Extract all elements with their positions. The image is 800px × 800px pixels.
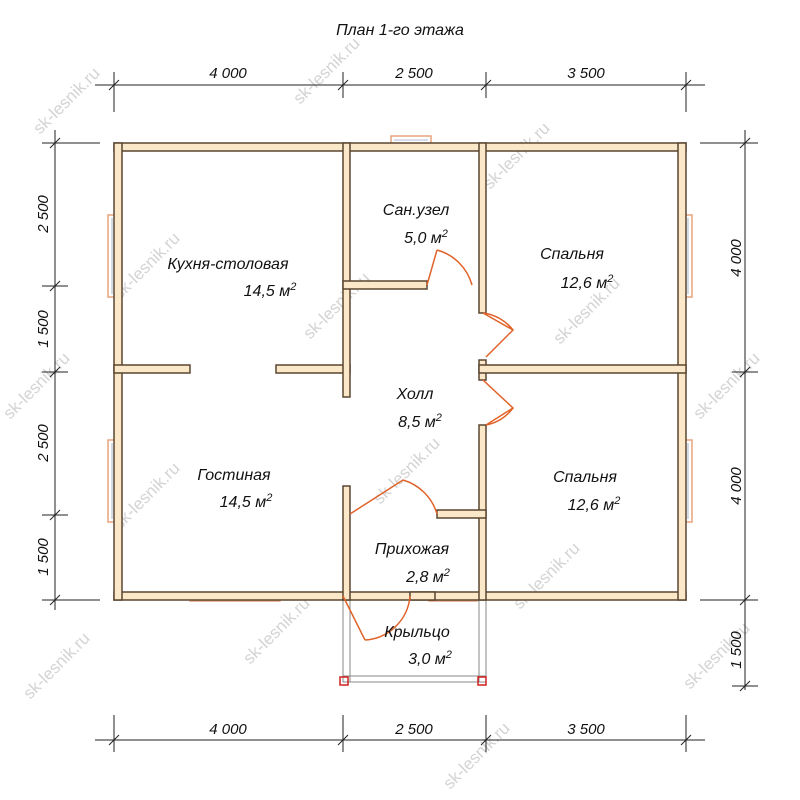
door-bedroom-2 bbox=[482, 379, 515, 426]
room-area: 14,5 м2 bbox=[244, 281, 297, 300]
watermark: sk-lesnik.ru bbox=[509, 539, 583, 613]
room-name: Гостиная bbox=[197, 467, 271, 484]
room-name: Крыльцо bbox=[384, 624, 450, 641]
room-area: 3,0 м2 bbox=[408, 649, 452, 668]
dim-left-4: 1 500 bbox=[35, 538, 52, 576]
wall-kitchen-living bbox=[113, 364, 191, 374]
dim-bottom-1: 4 000 bbox=[209, 721, 247, 738]
door-front bbox=[342, 595, 411, 641]
watermark: sk-lesnik.ru bbox=[289, 34, 363, 108]
watermark: sk-lesnik.ru bbox=[439, 719, 513, 793]
watermark: sk-lesnik.ru bbox=[369, 434, 443, 508]
plan-title: План 1-го этажа bbox=[336, 22, 464, 39]
room-porch: Крыльцо 3,0 м2 bbox=[384, 624, 452, 668]
room-name: Спальня bbox=[540, 246, 604, 263]
wall-bedrooms bbox=[478, 364, 687, 374]
porch-post bbox=[477, 676, 487, 686]
dim-bottom-3: 3 500 bbox=[567, 721, 605, 738]
dim-left-1: 2 500 bbox=[35, 195, 52, 234]
watermark: sk-lesnik.ru bbox=[239, 594, 313, 668]
room-area: 2,8 м2 bbox=[405, 567, 450, 586]
outer-wall-bottom bbox=[113, 591, 687, 601]
room-name: Холл bbox=[396, 386, 434, 403]
room-area: 8,5 м2 bbox=[398, 412, 442, 431]
outer-wall-top bbox=[113, 142, 687, 152]
dim-bottom-2: 2 500 bbox=[394, 721, 433, 738]
wall-hall-left bbox=[342, 142, 351, 398]
porch bbox=[339, 599, 487, 686]
dim-top-2: 2 500 bbox=[394, 65, 433, 82]
room-bedroom-1: Спальня 12,6 м2 bbox=[540, 246, 613, 292]
watermark: sk-lesnik.ru bbox=[479, 119, 553, 193]
room-area: 12,6 м2 bbox=[561, 273, 614, 292]
watermark: sk-lesnik.ru bbox=[299, 269, 373, 343]
wall-hall-left bbox=[342, 485, 351, 601]
room-area: 12,6 м2 bbox=[568, 495, 621, 514]
door-bath bbox=[426, 249, 473, 286]
watermark: sk-lesnik.ru bbox=[19, 629, 93, 703]
dimension-lines bbox=[42, 72, 758, 752]
room-entry: Прихожая 2,8 м2 bbox=[375, 541, 450, 586]
dim-left-2: 1 500 bbox=[35, 310, 52, 348]
dim-left-3: 2 500 bbox=[35, 424, 52, 463]
room-area: 14,5 м2 bbox=[220, 492, 273, 511]
dim-right-1: 4 000 bbox=[728, 239, 745, 277]
doors bbox=[342, 249, 515, 641]
room-living: Гостиная 14,5 м2 bbox=[197, 467, 272, 511]
room-name: Кухня-столовая bbox=[168, 256, 289, 273]
walls bbox=[113, 142, 687, 601]
porch-post bbox=[339, 676, 349, 686]
wall-entry-bottom bbox=[409, 591, 436, 601]
room-bath: Сан.узел 5,0 м2 bbox=[383, 202, 450, 247]
room-name: Прихожая bbox=[375, 541, 450, 558]
dim-right-3: 1 500 bbox=[728, 631, 745, 669]
door-entry bbox=[349, 479, 438, 515]
dim-top-3: 3 500 bbox=[567, 65, 605, 82]
room-name: Сан.узел bbox=[383, 202, 450, 219]
wall-entry-top bbox=[436, 509, 487, 519]
watermark: sk-lesnik.ru bbox=[29, 64, 103, 138]
dim-right-2: 4 000 bbox=[728, 467, 745, 505]
room-bedroom-2: Спальня 12,6 м2 bbox=[553, 469, 620, 514]
room-name: Спальня bbox=[553, 469, 617, 486]
room-hall: Холл 8,5 м2 bbox=[396, 386, 442, 431]
wall-kitchen-living bbox=[275, 364, 351, 374]
wall-bath-bottom bbox=[342, 280, 428, 290]
room-kitchen: Кухня-столовая 14,5 м2 bbox=[168, 256, 297, 300]
watermark: sk-lesnik.ru bbox=[0, 349, 74, 423]
wall-hall-right bbox=[478, 142, 487, 314]
dim-top-1: 4 000 bbox=[209, 65, 247, 82]
room-area: 5,0 м2 bbox=[404, 228, 448, 247]
watermark: sk-lesnik.ru bbox=[689, 349, 763, 423]
door-bedroom-1 bbox=[482, 312, 515, 358]
